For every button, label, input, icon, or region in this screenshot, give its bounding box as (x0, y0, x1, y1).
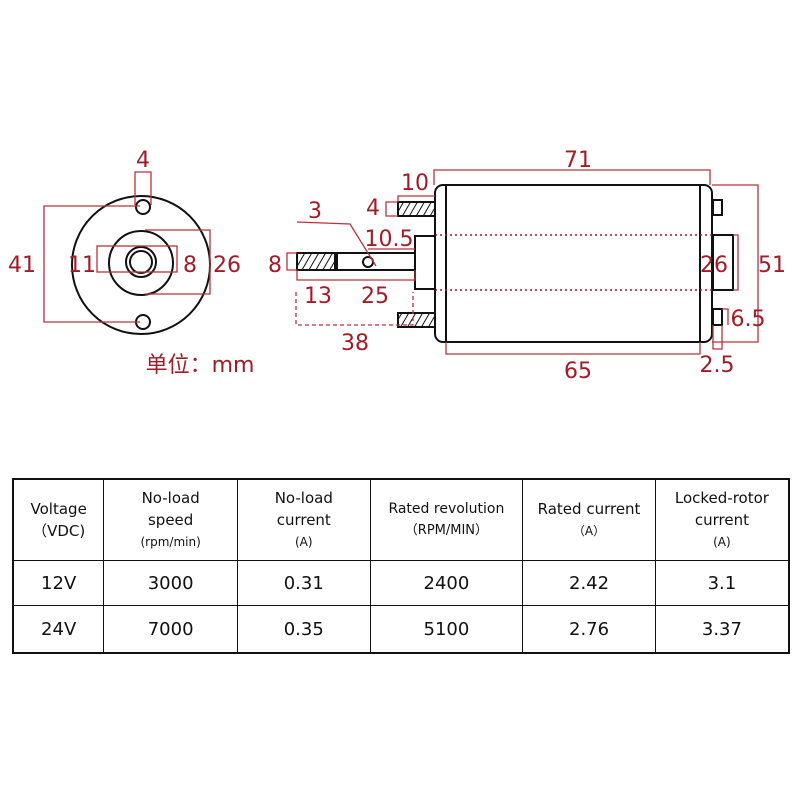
boss-width-label: 11 (68, 253, 96, 278)
terminal-width-dim-line (712, 325, 723, 350)
header-rated-revolution: Rated revolution（RPM/MIN） (369, 478, 524, 561)
hole-spacing-label: 41 (8, 253, 36, 278)
stud-dia-dim-line (385, 201, 398, 217)
shaft-length-dim-line (296, 270, 416, 281)
cell: 12V (12, 560, 105, 606)
shaft-dia-label: 8 (183, 253, 197, 278)
pin-leader-line (296, 221, 377, 267)
motor-body (434, 184, 713, 343)
terminal-top (712, 199, 723, 216)
shaft-total-dim-line (295, 292, 414, 326)
boss-dia-label: 26 (213, 253, 241, 278)
shaft-dia-dim-line (286, 252, 297, 271)
cell: 5100 (369, 605, 524, 654)
shaft-length-label: 25 (361, 284, 389, 309)
boss-width-dim-line (96, 245, 178, 273)
stud-dia-label: 4 (366, 196, 380, 221)
front-boss (414, 235, 436, 290)
cell: 3000 (103, 560, 238, 606)
rear-boss-dim-line (733, 234, 739, 291)
threaded-shaft (296, 252, 336, 271)
cell: 2.76 (522, 605, 656, 654)
header-voltage: Voltage（VDC) (12, 478, 105, 561)
thread-length-label: 13 (304, 284, 332, 309)
shaft-total-label: 38 (341, 331, 369, 356)
unit-label: 单位：mm (146, 353, 255, 378)
cell: 0.31 (236, 560, 371, 606)
hole-spacing-dim-line (43, 205, 140, 323)
hole-dim-line (134, 171, 152, 205)
cell: 7000 (103, 605, 238, 654)
cell: 2.42 (522, 560, 656, 606)
stud-length-label: 10 (401, 171, 429, 196)
front-view: 4 41 11 8 26 单位：mm (8, 148, 254, 378)
shaft (336, 252, 416, 271)
shaft-inner-circle (129, 250, 153, 274)
header-rated-current: Rated current（A） (522, 478, 656, 561)
cell: 3.1 (654, 560, 790, 606)
motor-drawing: 4 41 11 8 26 单位：mm (8, 148, 786, 384)
total-length-dim-line (433, 169, 711, 185)
total-length-label: 71 (564, 148, 592, 173)
body-length-label: 65 (564, 359, 592, 384)
boss-length-label: 10.5 (365, 227, 414, 252)
cell: 24V (12, 605, 105, 654)
rear-boss-label: 26 (700, 253, 728, 278)
body-dia-label: 51 (758, 253, 786, 278)
mount-hole-top (135, 199, 151, 215)
table-row: 24V 7000 0.35 5100 2.76 3.37 (12, 605, 790, 654)
stud-length-dim-line (397, 195, 435, 202)
cell: 0.35 (236, 605, 371, 654)
stud-bottom (397, 312, 436, 328)
stud-top (397, 201, 436, 217)
shaft-dia-label: 8 (268, 253, 282, 278)
terminal-height-dim-line (722, 308, 729, 325)
terminal-height-label: 6.5 (731, 307, 766, 332)
boss-dia-dim-line (145, 229, 211, 295)
cell: 2400 (369, 560, 524, 606)
terminal-width-label: 2.5 (700, 353, 735, 378)
body-length-dim-line (445, 342, 701, 355)
rear-boss (712, 234, 734, 291)
hole-dia-label: 4 (136, 148, 150, 173)
body-dia-dim-line (712, 184, 759, 343)
table-row: 12V 3000 0.31 2400 2.42 3.1 (12, 560, 790, 606)
cell: 3.37 (654, 605, 790, 654)
side-view: 71 10 4 3 10.5 8 13 25 38 26 51 6.5 65 2… (268, 148, 786, 384)
pin-dia-label: 3 (308, 199, 322, 224)
terminal-bottom (712, 308, 723, 326)
